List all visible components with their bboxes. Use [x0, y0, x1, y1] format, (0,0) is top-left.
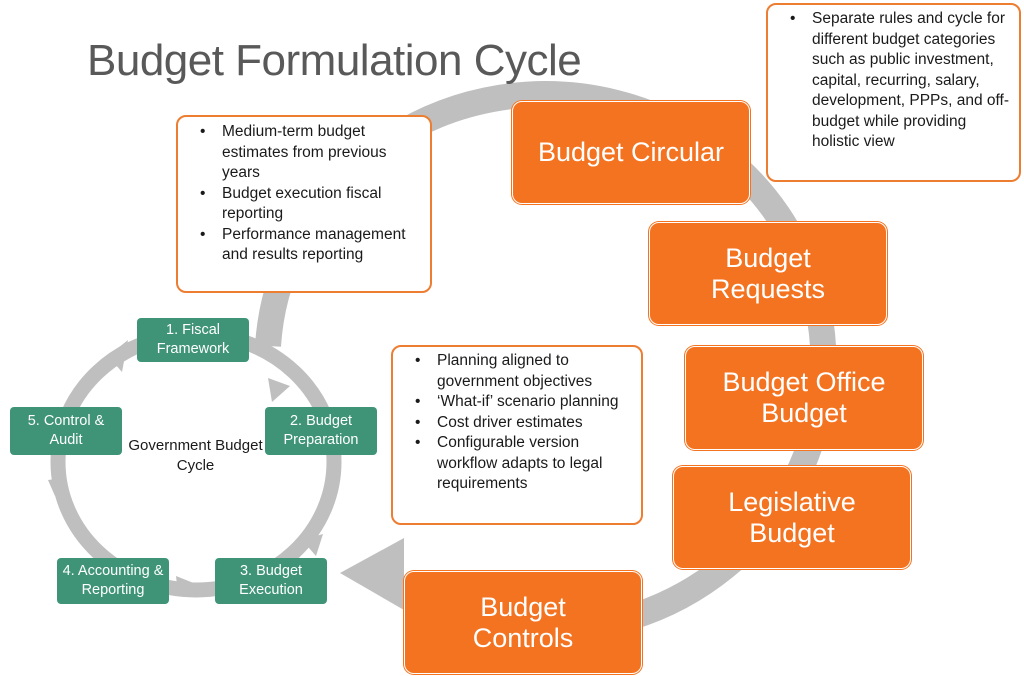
note-item: ‘What-if’ scenario planning: [415, 392, 633, 413]
small-cycle-center-label: Government Budget Cycle: [128, 437, 263, 474]
step-budget-circular[interactable]: Budget Circular: [512, 101, 750, 204]
note-item: Planning aligned to government objective…: [415, 351, 633, 392]
small-step-fiscal-framework[interactable]: 1. Fiscal Framework: [137, 318, 249, 362]
note-item: Configurable version workflow adapts to …: [415, 433, 633, 495]
small-arrowhead-2: [268, 378, 290, 402]
small-step-label: 3. Budget Execution: [239, 563, 303, 598]
small-arrowhead-5: [48, 478, 64, 496]
note-item: Performance management and results repor…: [200, 225, 420, 266]
step-budget-office-budget[interactable]: Budget Office Budget: [685, 346, 923, 450]
note-item: Budget execution fiscal reporting: [200, 184, 420, 225]
small-step-label: 5. Control & Audit: [27, 413, 105, 448]
note-item: Cost driver estimates: [415, 413, 633, 434]
note-planning: Planning aligned to government objective…: [391, 345, 643, 525]
small-arrowhead-4: [176, 576, 196, 594]
step-label: Budget Circular: [537, 137, 725, 167]
small-step-control-audit[interactable]: 5. Control & Audit: [10, 407, 122, 455]
step-label: Budget Requests: [710, 242, 826, 304]
note-fiscal-inputs: Medium-term budget estimates from previo…: [176, 115, 432, 293]
step-budget-controls[interactable]: Budget Controls: [404, 571, 642, 674]
small-arrowhead-3: [302, 534, 323, 556]
small-step-label: 4. Accounting & Reporting: [62, 563, 164, 598]
step-label: Legislative Budget: [728, 486, 856, 548]
small-step-label: 1. Fiscal Framework: [156, 322, 230, 357]
page-title: Budget Formulation Cycle: [87, 36, 582, 85]
small-arrowhead-1: [108, 340, 128, 372]
step-budget-requests[interactable]: Budget Requests: [649, 222, 887, 325]
small-step-budget-preparation[interactable]: 2. Budget Preparation: [265, 407, 377, 455]
step-legislative-budget[interactable]: Legislative Budget: [673, 466, 911, 569]
note-item: Separate rules and cycle for different b…: [790, 9, 1011, 153]
note-item: Medium-term budget estimates from previo…: [200, 122, 420, 184]
step-label: Budget Controls: [472, 591, 574, 653]
main-cycle-arrowhead: [340, 538, 404, 610]
note-budget-categories: Separate rules and cycle for different b…: [766, 3, 1021, 182]
step-label: Budget Office Budget: [722, 367, 886, 428]
small-step-label: 2. Budget Preparation: [283, 413, 359, 448]
small-step-budget-execution[interactable]: 3. Budget Execution: [215, 558, 327, 604]
small-step-accounting-reporting[interactable]: 4. Accounting & Reporting: [57, 558, 169, 604]
